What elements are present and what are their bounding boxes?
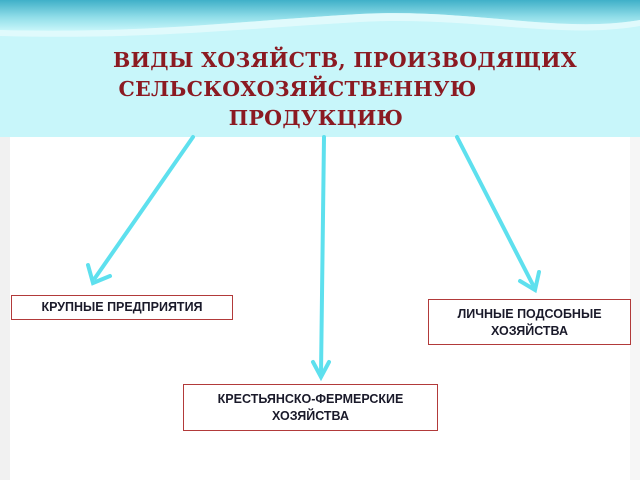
box-large-enterprises: КРУПНЫЕ ПРЕДПРИЯТИЯ bbox=[11, 295, 233, 320]
box-personal-label-line-2: ХОЗЯЙСТВА bbox=[490, 324, 568, 338]
arrow-left-head bbox=[86, 263, 112, 286]
box-personal-subsidiary-farms: ЛИЧНЫЕ ПОДСОБНЫЕ ХОЗЯЙСТВА bbox=[428, 299, 631, 345]
arrow-left bbox=[93, 135, 195, 280]
right-edge-shade bbox=[630, 137, 640, 480]
box-peasant-farms: КРЕСТЬЯНСКО-ФЕРМЕРСКИЕ ХОЗЯЙСТВА bbox=[183, 384, 438, 431]
left-edge-shade bbox=[0, 137, 10, 480]
title-line-3: ПРОДУКЦИЮ bbox=[228, 106, 404, 130]
title-line-2: СЕЛЬСКОХОЗЯЙСТВЕННУЮ bbox=[118, 77, 477, 101]
header-wave-highlight bbox=[0, 13, 640, 37]
arrow-right bbox=[455, 135, 536, 289]
arrow-right-head bbox=[518, 270, 541, 294]
arrow-center bbox=[319, 135, 326, 376]
box-large-enterprises-label: КРУПНЫЕ ПРЕДПРИЯТИЯ bbox=[41, 300, 203, 314]
slide-title: ВИДЫ ХОЗЯЙСТВ, ПРОИЗВОДЯЩИХ СЕЛЬСКОХОЗЯЙ… bbox=[20, 46, 620, 133]
box-farm-label-line-1: КРЕСТЬЯНСКО-ФЕРМЕРСКИЕ bbox=[217, 392, 404, 406]
box-farm-label-line-2: ХОЗЯЙСТВА bbox=[271, 409, 349, 423]
header-wave bbox=[0, 0, 640, 31]
arrow-center-head bbox=[311, 360, 331, 382]
title-line-1: ВИДЫ ХОЗЯЙСТВ, ПРОИЗВОДЯЩИХ bbox=[112, 48, 577, 72]
box-personal-label-line-1: ЛИЧНЫЕ ПОДСОБНЫЕ bbox=[457, 307, 602, 321]
